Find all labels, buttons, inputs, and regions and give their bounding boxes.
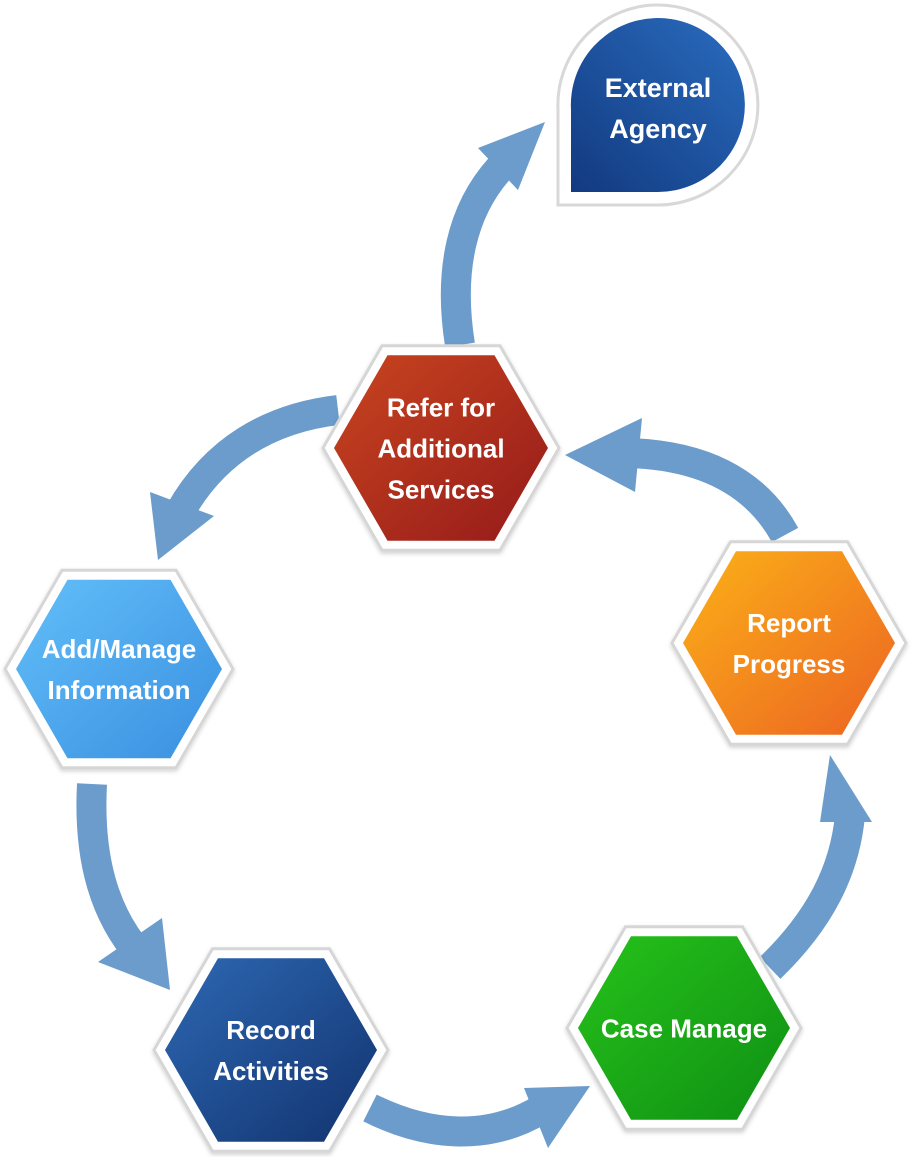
flow-arrows [76,122,872,1148]
node-report-label-line-2: Progress [733,649,846,679]
node-refer-label-line-1: Refer for [387,392,495,422]
flow-nodes: Refer forAdditionalServicesReportProgres… [3,3,908,1153]
arrow-record-to-case [363,1086,590,1148]
node-external-label-line-2: Agency [609,114,707,144]
node-refer-label-line-3: Services [388,474,495,504]
node-external-label-line-1: External [605,73,712,103]
node-refer-label-line-2: Additional [377,433,504,463]
node-add-label-line-2: Information [48,675,191,705]
node-case-label-line-1: Case Manage [601,1013,767,1043]
arrow-report-to-refer [565,418,799,543]
node-record-label-line-1: Record [226,1015,316,1045]
node-report-label-line-1: Report [747,608,831,638]
hexagon-fill [16,579,222,759]
hexagon-fill [683,551,895,735]
external-agency-teardrop [570,18,745,192]
arrow-refer-to-external [440,122,545,348]
arrow-case-to-report [759,755,872,979]
hexagon-fill [578,936,790,1120]
arrow-refer-to-add [150,395,340,560]
hexagon-fill [334,355,548,541]
node-case: Case Manage [565,925,803,1131]
hexagon-fill [165,958,377,1142]
arrow-add-to-record [76,783,170,990]
node-add-label-line-1: Add/Manage [42,634,197,664]
node-record-label-line-2: Activities [213,1056,329,1086]
